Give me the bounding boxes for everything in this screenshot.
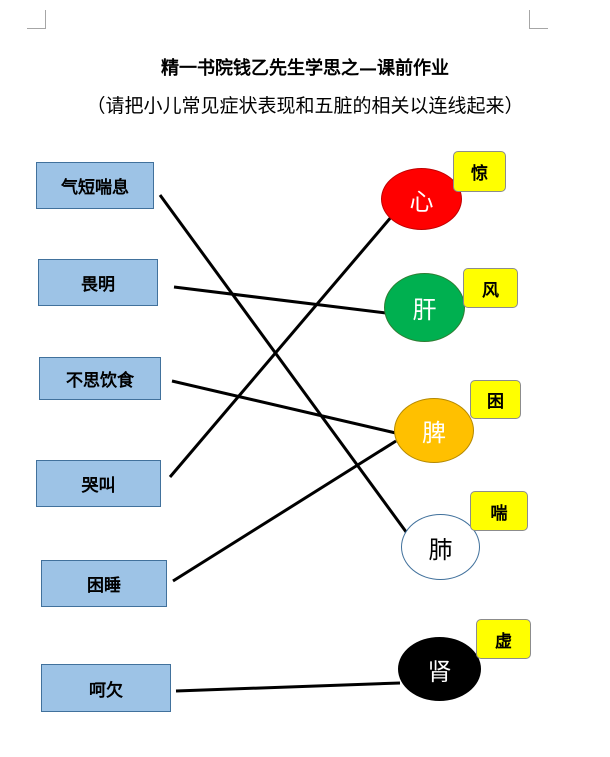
organ-lung-circle[interactable]: 肺 xyxy=(401,514,480,580)
organ-heart-circle[interactable]: 心 xyxy=(381,168,462,230)
connection-line-weiming-gan xyxy=(173,285,387,315)
connection-line-qiduan-fei xyxy=(158,194,414,541)
tag-kun: 困 xyxy=(470,380,521,419)
page-corner-mark-right xyxy=(529,10,548,29)
organ-kidney-label: 肾 xyxy=(427,657,452,686)
organ-kidney-circle[interactable]: 肾 xyxy=(398,637,481,701)
organ-spleen-label: 脾 xyxy=(422,419,446,447)
symptom-box-busiyinshi[interactable]: 不思饮食 xyxy=(39,357,161,400)
organ-lung-label: 肺 xyxy=(428,535,453,564)
worksheet-instructions: （请把小儿常见症状表现和五脏的相关以连线起来） xyxy=(86,95,524,117)
symptom-box-haqian[interactable]: 呵欠 xyxy=(41,664,171,712)
connection-line-kunshui-pi xyxy=(172,439,397,583)
organ-liver-label: 肝 xyxy=(412,296,437,324)
connection-line-haqian-shen xyxy=(175,681,401,693)
tag-jing: 惊 xyxy=(453,151,506,192)
symptom-box-kunshui[interactable]: 困睡 xyxy=(41,560,167,607)
page-corner-mark-left xyxy=(27,10,46,29)
symptom-box-weiming[interactable]: 畏明 xyxy=(38,259,158,306)
symptom-box-kujiao[interactable]: 哭叫 xyxy=(36,460,161,507)
tag-xu: 虚 xyxy=(476,619,531,659)
organ-liver-circle[interactable]: 肝 xyxy=(384,273,465,342)
organ-heart-label: 心 xyxy=(409,187,434,216)
connection-line-kujiao-xin xyxy=(168,215,394,478)
tag-feng: 风 xyxy=(463,268,518,308)
worksheet-title: 精一书院钱乙先生学思之—课前作业 xyxy=(161,58,449,79)
symptom-box-qiduanchuanxi[interactable]: 气短喘息 xyxy=(36,162,154,209)
tag-chuan: 喘 xyxy=(470,491,528,531)
connection-line-busi-pi xyxy=(171,379,401,436)
organ-spleen-circle[interactable]: 脾 xyxy=(394,398,474,463)
